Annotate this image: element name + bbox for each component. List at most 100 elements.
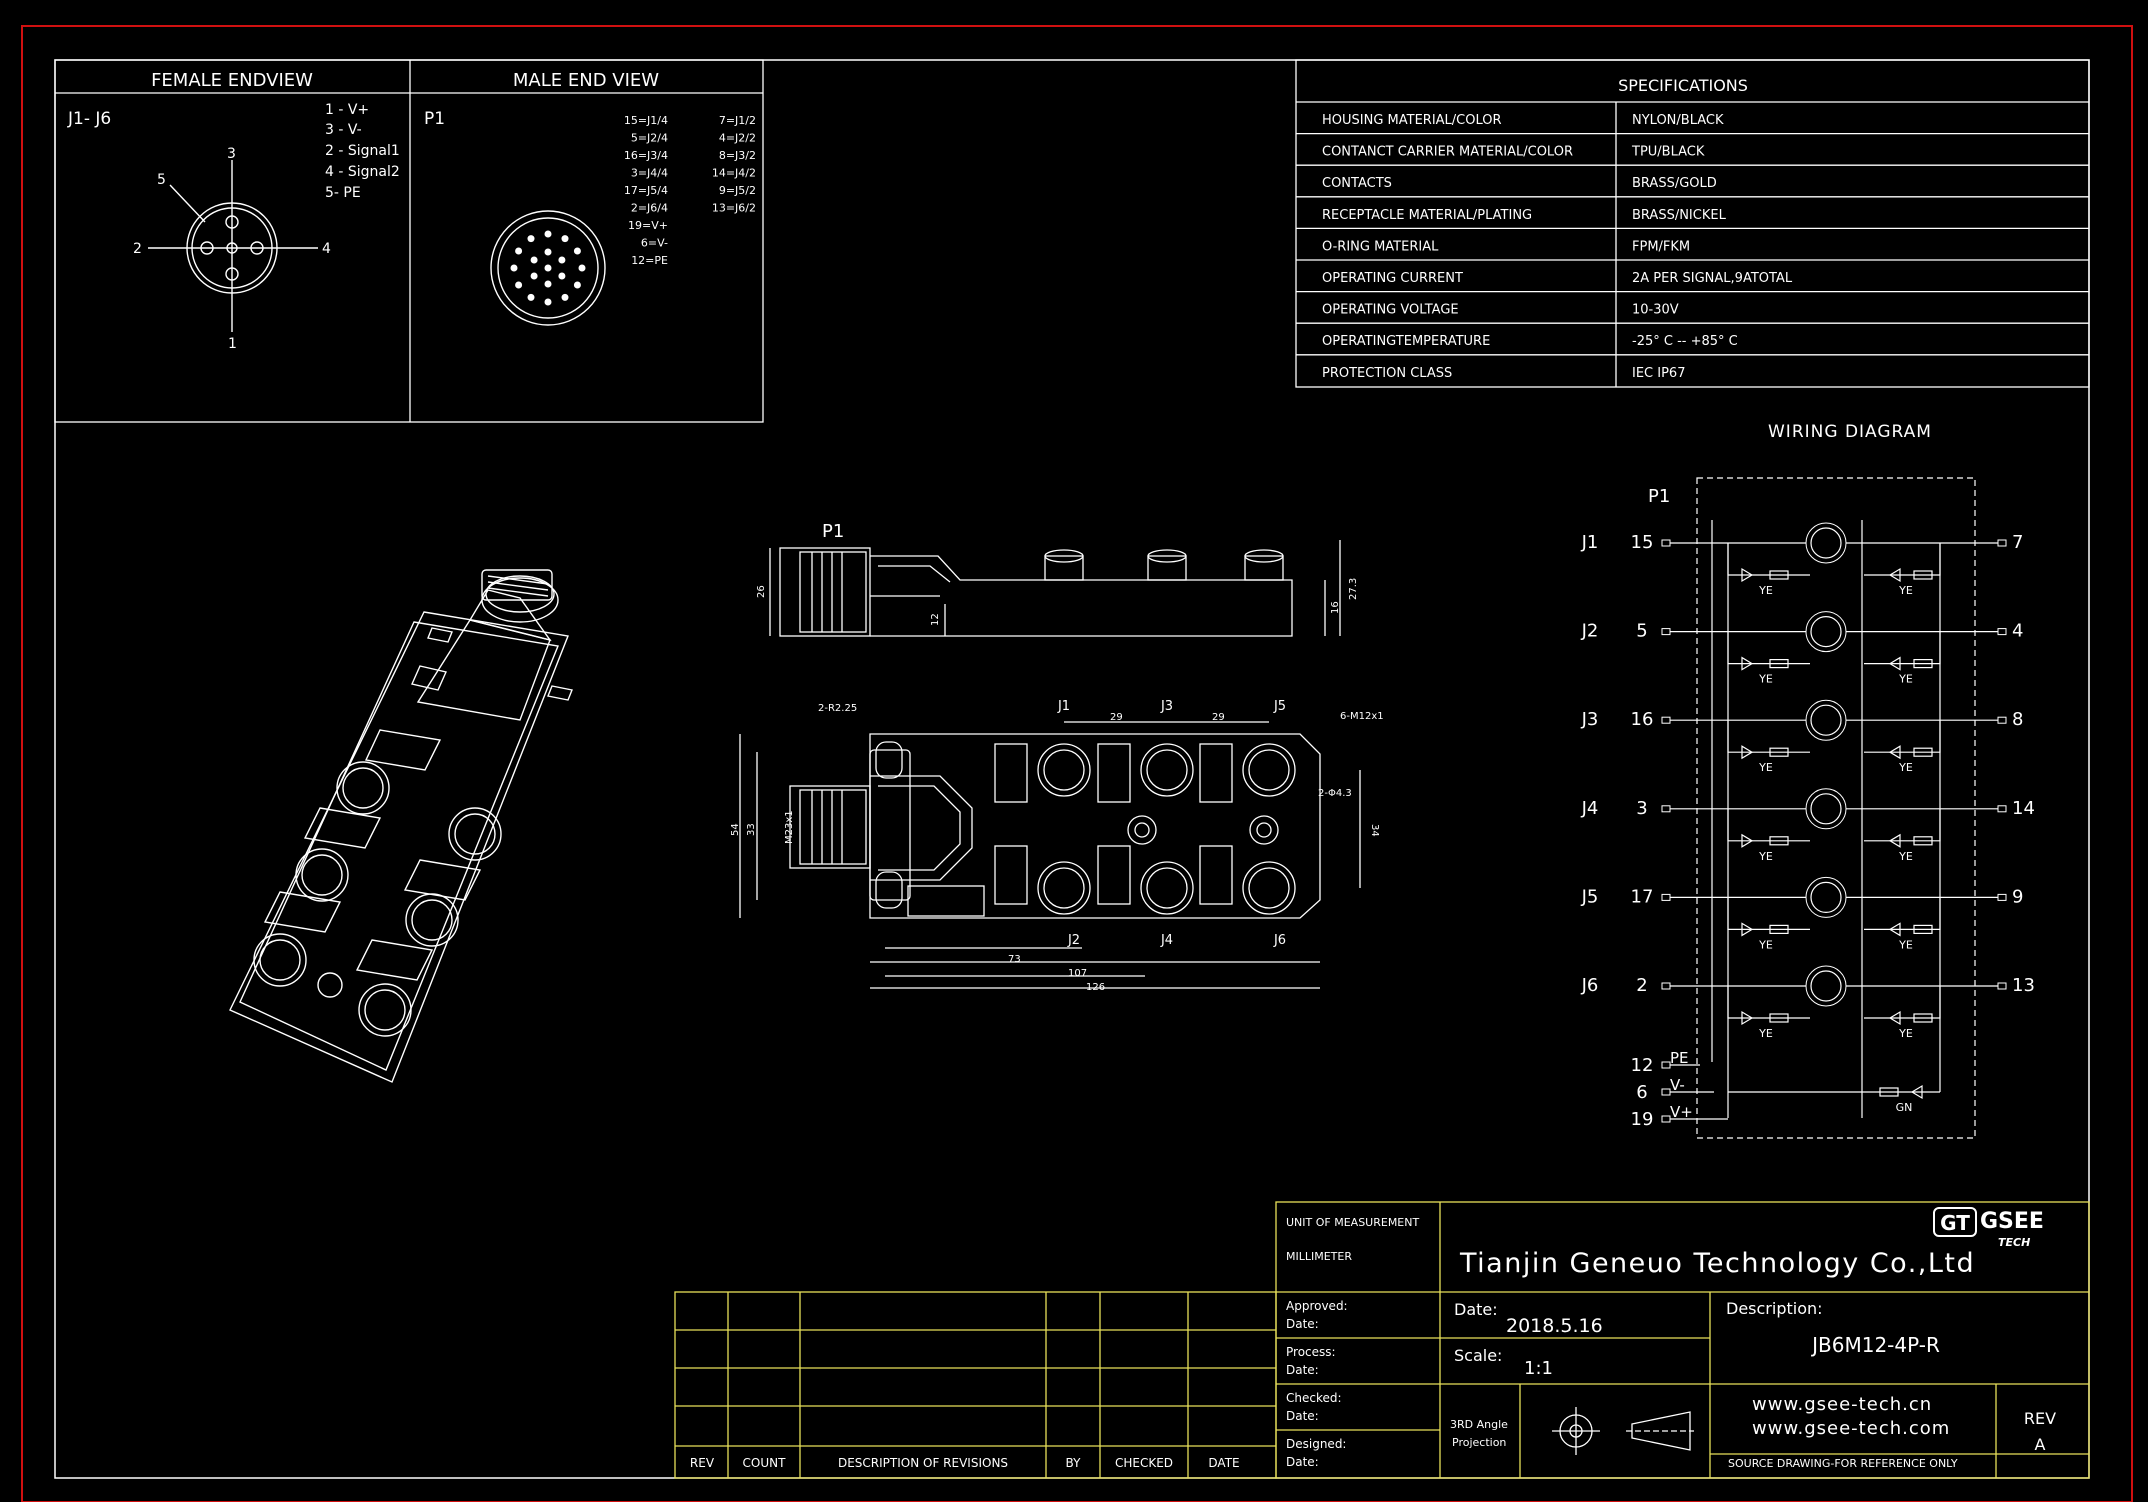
logo-text: GSEE xyxy=(1980,1209,2044,1234)
wiring-connector-icon xyxy=(1805,699,1847,741)
wiring-connector-inner xyxy=(1810,615,1842,648)
led-label: YE xyxy=(1758,938,1773,951)
revision-header: COUNT xyxy=(743,1456,787,1470)
wiring-power-pin: 19 xyxy=(1631,1109,1654,1130)
date-value: 2018.5.16 xyxy=(1506,1315,1603,1337)
revision-header: DATE xyxy=(1208,1456,1239,1470)
wiring-led-branch xyxy=(1727,897,1810,930)
bottom-port-label: J2 xyxy=(1067,933,1080,948)
wiring-right-pin: 14 xyxy=(2012,798,2035,819)
wiring-left-pin: 2 xyxy=(1636,975,1647,996)
spec-name: OPERATING CURRENT xyxy=(1322,271,1463,286)
wiring-left-pin: 3 xyxy=(1636,798,1647,819)
wiring-led-branch xyxy=(1727,720,1810,753)
resistor-icon xyxy=(1913,570,1933,580)
pin-map-entry: 16=J3/4 xyxy=(624,149,668,162)
wiring-left-terminal xyxy=(1661,539,1671,547)
wiring-led-branch xyxy=(1864,631,1941,665)
wiring-connector-icon xyxy=(1805,788,1847,830)
unit-label: UNIT OF MEASUREMENT xyxy=(1286,1216,1419,1229)
resistor-icon xyxy=(1913,1013,1933,1023)
led-label: YE xyxy=(1898,584,1913,597)
spec-name: RECEPTACLE MATERIAL/PLATING xyxy=(1322,208,1532,223)
spec-value: 2A PER SIGNAL,9ATOTAL xyxy=(1632,271,1793,286)
wiring-power-label: V- xyxy=(1670,1076,1685,1094)
wiring-port-label: J2 xyxy=(1581,621,1599,642)
male-pin-dot xyxy=(544,248,552,256)
male-pin-dot xyxy=(544,230,552,238)
top-dim: 33 xyxy=(746,823,757,836)
wiring-led-branch xyxy=(1727,543,1810,576)
wiring-power-label: PE xyxy=(1670,1049,1689,1067)
led-diode-icon xyxy=(1888,1010,1901,1026)
designed-label: Designed: xyxy=(1286,1437,1346,1451)
approved-date-label: Date: xyxy=(1286,1317,1319,1331)
pin-map-entry: 6=V- xyxy=(641,237,668,250)
led-diode-icon xyxy=(1888,833,1901,848)
led-label: YE xyxy=(1898,673,1913,686)
male-label: P1 xyxy=(424,109,445,129)
process-label: Process: xyxy=(1286,1345,1336,1359)
female-pin-label: 4 xyxy=(322,241,331,257)
top-port-label: J5 xyxy=(1273,699,1286,714)
wiring-right-pin: 7 xyxy=(2012,532,2023,553)
top-dim: 29 xyxy=(1212,712,1225,723)
wiring-connector-label: P1 xyxy=(1648,486,1670,507)
bottom-port-label: J4 xyxy=(1160,933,1173,948)
wiring-connector-inner xyxy=(1810,527,1842,559)
wiring-left-terminal xyxy=(1661,716,1671,724)
led-label: YE xyxy=(1898,761,1913,774)
wiring-led-branch xyxy=(1727,631,1810,665)
wiring-led-branch xyxy=(1864,720,1941,753)
spec-name: OPERATINGTEMPERATURE xyxy=(1322,334,1490,349)
pin-map-entry: 8=J3/2 xyxy=(719,149,756,162)
female-legend: 1 - V+ 3 - V- 2 - Signal1 4 - Signal2 5-… xyxy=(325,102,400,201)
led-diode-icon xyxy=(1888,745,1901,760)
wiring-led-branch xyxy=(1864,808,1941,842)
checked-date-label: Date: xyxy=(1286,1409,1319,1423)
pin-map-entry: 19=V+ xyxy=(628,219,668,232)
led-label: YE xyxy=(1758,761,1773,774)
revision-header: CHECKED xyxy=(1115,1456,1173,1470)
male-pin-dot xyxy=(515,247,523,255)
resistor-icon xyxy=(1879,1087,1899,1097)
female-pin-label: 1 xyxy=(228,336,237,352)
led-label: YE xyxy=(1898,1027,1913,1040)
male-pin-dot xyxy=(515,281,523,289)
wiring-power-label: V+ xyxy=(1670,1103,1693,1121)
spec-name: OPERATING VOLTAGE xyxy=(1322,303,1459,318)
spec-value: IEC IP67 xyxy=(1632,366,1685,381)
wiring-right-terminal xyxy=(1997,893,2007,901)
spec-name: HOUSING MATERIAL/COLOR xyxy=(1322,113,1502,128)
specifications-title: SPECIFICATIONS xyxy=(1618,76,1748,95)
pin-map-entry: 15=J1/4 xyxy=(624,114,668,127)
title-block-grid xyxy=(674,1201,2090,1479)
wiring-connector-inner xyxy=(1810,704,1842,736)
pin-map-entry: 14=J4/2 xyxy=(712,167,756,180)
wiring-right-pin: 13 xyxy=(2012,975,2035,996)
spec-value: -25° C -- +85° C xyxy=(1632,334,1738,349)
pin-map-entry: 5=J2/4 xyxy=(631,132,668,145)
wiring-port-label: J3 xyxy=(1581,709,1599,730)
designed-date-label: Date: xyxy=(1286,1455,1319,1469)
resistor-icon xyxy=(1913,836,1933,846)
male-pin-dot xyxy=(530,256,538,264)
top-dim: 73 xyxy=(1008,954,1021,965)
company-logo: GT GSEE TECH xyxy=(1933,1207,2044,1249)
top-dim: 54 xyxy=(730,823,741,836)
pin-map-entry: 17=J5/4 xyxy=(624,184,668,197)
resistor-icon xyxy=(1769,658,1789,669)
source-note: SOURCE DRAWING-FOR REFERENCE ONLY xyxy=(1728,1457,1958,1470)
wiring-right-terminal xyxy=(1997,628,2007,636)
spec-name: CONTACTS xyxy=(1322,176,1392,191)
resistor-icon xyxy=(1769,836,1789,846)
process-date-label: Date: xyxy=(1286,1363,1319,1377)
wiring-left-pin: 5 xyxy=(1636,621,1647,642)
spec-value: NYLON/BLACK xyxy=(1632,113,1724,128)
resistor-icon xyxy=(1913,747,1933,757)
